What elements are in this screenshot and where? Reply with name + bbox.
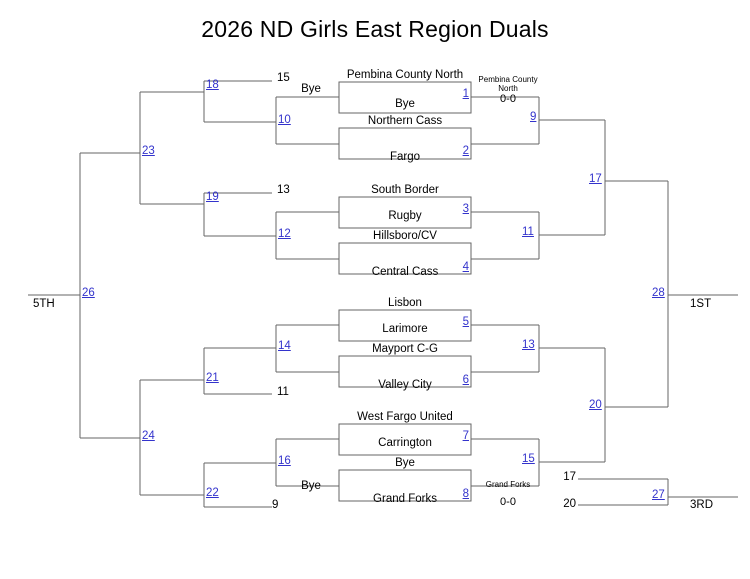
match-number-1[interactable]: 1	[462, 88, 469, 100]
match-number-3[interactable]: 3	[462, 203, 469, 215]
match-7-top-team: West Fargo United	[357, 411, 453, 423]
third-place-top-feed: 17	[563, 471, 576, 483]
page-title: 2026 ND Girls East Region Duals	[201, 16, 549, 42]
third-place-bottom-feed: 20	[563, 498, 576, 510]
seed-15: 15	[277, 72, 290, 84]
match-number-9[interactable]: 9	[530, 111, 537, 123]
match-4-top-team: Hillsboro/CV	[373, 230, 437, 242]
match-number-11[interactable]: 11	[522, 226, 534, 238]
match-number-26[interactable]: 26	[82, 287, 95, 299]
seed-11: 11	[277, 386, 289, 398]
match-number-4[interactable]: 4	[462, 261, 469, 273]
match-number-19[interactable]: 19	[206, 191, 219, 203]
match-1-result-team: Pembina County North	[478, 75, 538, 93]
place-label-1st: 1ST	[690, 298, 712, 310]
match-number-21[interactable]: 21	[206, 372, 219, 384]
match-number-8[interactable]: 8	[462, 488, 469, 500]
match-number-17[interactable]: 17	[589, 173, 602, 185]
match-number-27[interactable]: 27	[652, 489, 665, 501]
match-5-top-team: Lisbon	[388, 297, 422, 309]
match-1-left-note: Bye	[301, 83, 321, 95]
match-8-left-note: Bye	[301, 480, 321, 492]
match-6-top-team: Mayport C-G	[372, 343, 438, 355]
match-8-bottom-team: Grand Forks	[373, 493, 437, 505]
match-8-top-team: Bye	[395, 457, 415, 469]
match-number-15[interactable]: 15	[522, 453, 535, 465]
place-label-5th: 5TH	[33, 298, 55, 310]
seed-13: 13	[277, 184, 290, 196]
match-1-bottom-team: Bye	[395, 98, 415, 110]
seed-9: 9	[272, 499, 279, 511]
match-8-result-score: 0-0	[500, 496, 516, 508]
match-number-5[interactable]: 5	[462, 316, 469, 328]
match-number-23[interactable]: 23	[142, 145, 155, 157]
match-4-bottom-team: Central Cass	[371, 266, 439, 278]
match-number-16[interactable]: 16	[278, 455, 291, 467]
match-1-top-team: Pembina County North	[346, 69, 464, 81]
match-number-22[interactable]: 22	[206, 487, 219, 499]
match-3-top-team: South Border	[371, 184, 439, 196]
match-2-bottom-team: Fargo	[389, 151, 421, 163]
match-number-10[interactable]: 10	[278, 114, 291, 126]
match-5-bottom-team: Larimore	[382, 323, 428, 335]
match-3-bottom-team: Rugby	[388, 210, 422, 222]
place-label-3rd: 3RD	[690, 499, 714, 511]
match-1-result-score: 0-0	[500, 93, 516, 105]
match-number-13[interactable]: 13	[522, 339, 535, 351]
match-number-12[interactable]: 12	[278, 228, 291, 240]
match-2-top-team: Northern Cass	[367, 115, 443, 127]
match-number-7[interactable]: 7	[462, 430, 469, 442]
match-8-result-team: Grand Forks	[485, 480, 531, 489]
match-number-6[interactable]: 6	[462, 374, 469, 386]
match-number-20[interactable]: 20	[589, 399, 602, 411]
match-number-14[interactable]: 14	[278, 340, 291, 352]
match-7-bottom-team: Carrington	[378, 437, 432, 449]
match-number-18[interactable]: 18	[206, 79, 219, 91]
match-number-2[interactable]: 2	[462, 145, 469, 157]
match-number-28[interactable]: 28	[652, 287, 665, 299]
match-number-24[interactable]: 24	[142, 430, 155, 442]
match-6-bottom-team: Valley City	[378, 379, 432, 391]
